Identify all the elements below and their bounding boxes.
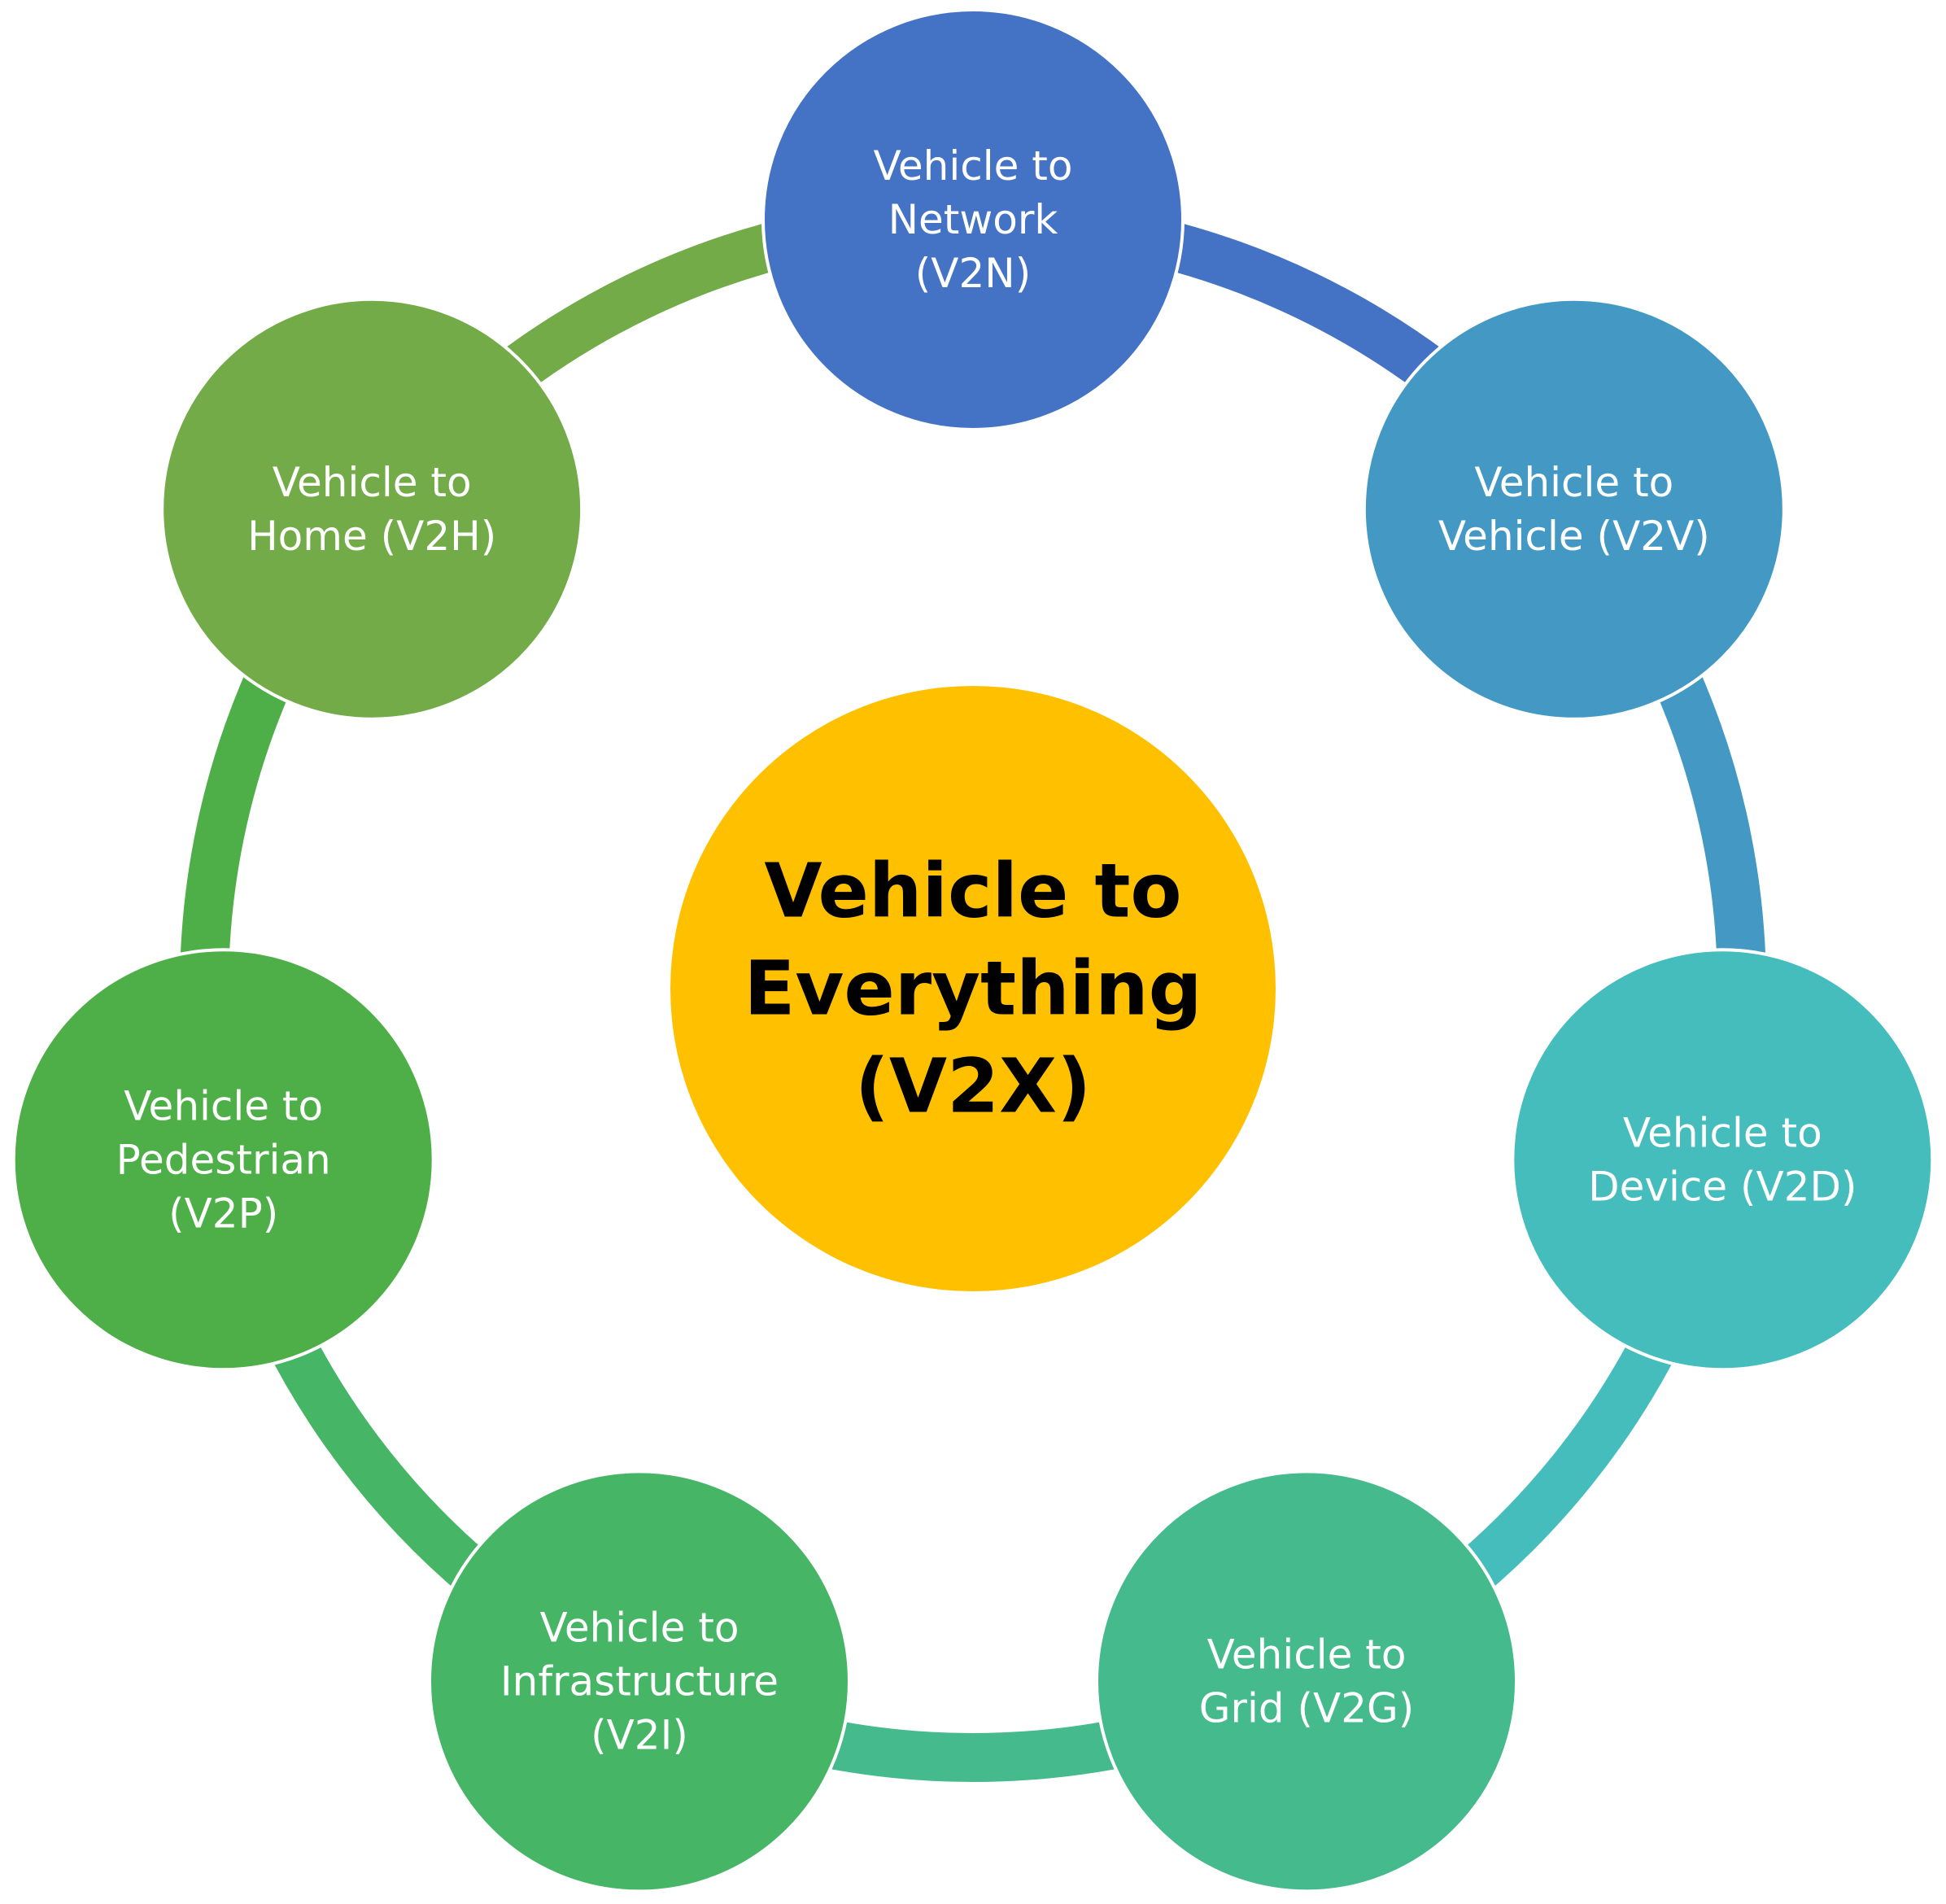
- node-label-v2h: Vehicle to: [273, 459, 472, 506]
- node-label-v2v: Vehicle (V2V): [1438, 513, 1710, 560]
- node-label-v2v: Vehicle to: [1474, 459, 1673, 506]
- node-label-v2h: Home (V2H): [247, 513, 496, 560]
- node-label-v2i: Infrastructure: [500, 1657, 779, 1705]
- node-circle-v2d: [1511, 948, 1935, 1372]
- node-v2v: Vehicle to Vehicle (V2V): [1362, 297, 1786, 721]
- center-circle: [670, 686, 1276, 1291]
- node-v2d: Vehicle to Device (V2D): [1511, 948, 1935, 1372]
- node-v2i: Vehicle to Infrastructure (V2I): [427, 1469, 851, 1893]
- node-circle-v2p: [11, 948, 435, 1372]
- node-label-v2p: (V2P): [168, 1190, 278, 1237]
- node-label-v2d: Vehicle to: [1623, 1109, 1822, 1156]
- node-v2h: Vehicle to Home (V2H): [160, 297, 584, 721]
- center-label: Everything: [744, 945, 1202, 1033]
- node-v2n: Vehicle to Network (V2N): [761, 8, 1185, 431]
- node-circle-v2i: [427, 1469, 851, 1893]
- node-circle-v2n: [761, 8, 1185, 431]
- node-label-v2g: Vehicle to: [1207, 1631, 1407, 1678]
- node-circle-v2h: [160, 297, 584, 721]
- node-circle-v2v: [1362, 297, 1786, 721]
- node-label-v2p: Pedestrian: [116, 1136, 331, 1183]
- node-label-v2n: Vehicle to: [874, 142, 1073, 190]
- node-circle-v2g: [1095, 1469, 1519, 1893]
- center-label: Vehicle to: [764, 848, 1181, 935]
- center-label: (V2X): [855, 1043, 1091, 1130]
- node-v2p: Vehicle to Pedestrian (V2P): [11, 948, 435, 1372]
- node-label-v2n: (V2N): [915, 250, 1031, 297]
- node-label-v2n: Network: [888, 196, 1058, 243]
- node-label-v2i: Vehicle to: [540, 1604, 740, 1651]
- node-label-v2d: Device (V2D): [1588, 1163, 1857, 1210]
- node-label-v2i: (V2I): [591, 1711, 688, 1758]
- center-node: Vehicle to Everything (V2X): [670, 686, 1276, 1291]
- node-v2g: Vehicle to Grid (V2G): [1095, 1469, 1519, 1893]
- node-label-v2p: Vehicle to: [124, 1082, 323, 1129]
- node-label-v2g: Grid (V2G): [1199, 1684, 1415, 1732]
